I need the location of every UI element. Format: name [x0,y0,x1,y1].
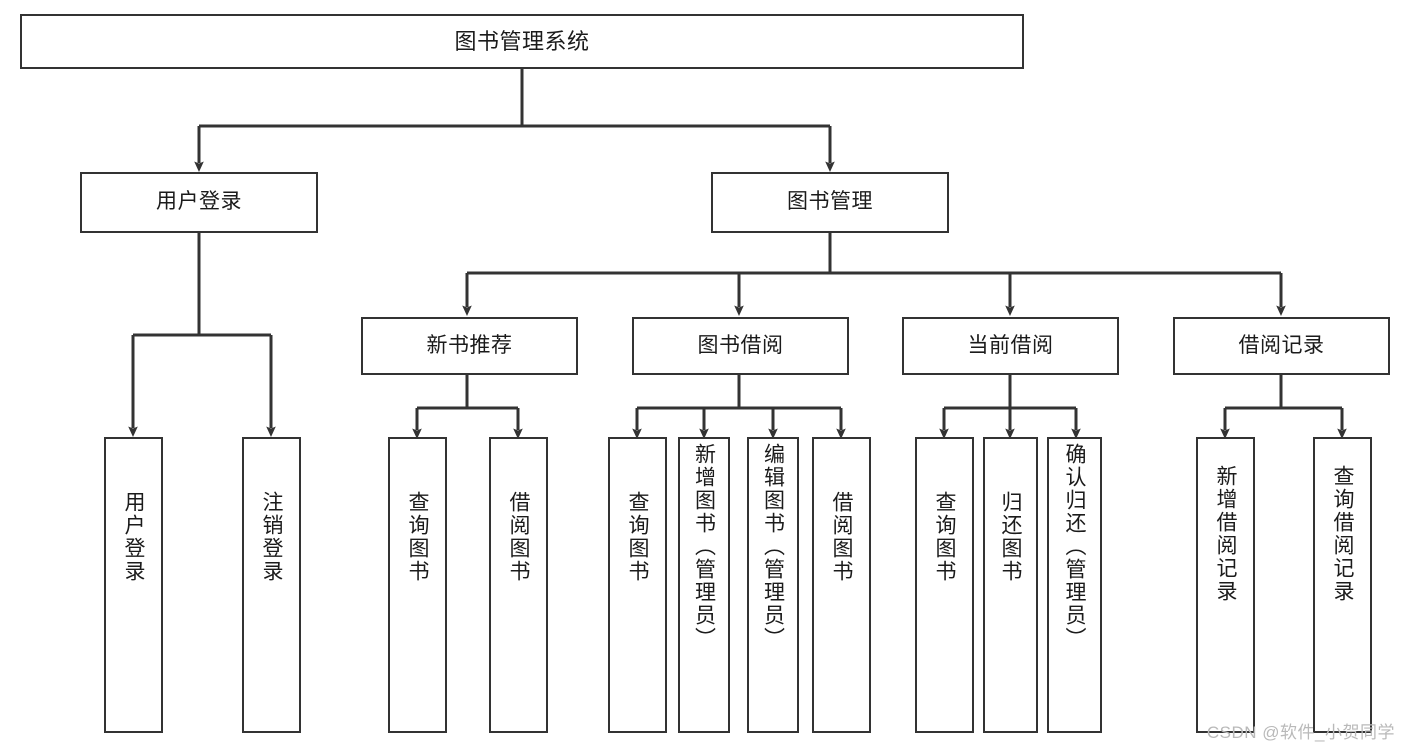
leaf-borrow-book-1[interactable]: 借阅图书 [489,437,548,733]
node-book-manage[interactable]: 图书管理 [711,172,949,233]
node-label: 编辑图书（管理员） [761,443,785,650]
leaf-add-borrow-record[interactable]: 新增借阅记录 [1196,437,1255,733]
node-label: 图书管理 [787,190,873,214]
node-label: 确认归还（管理员） [1063,443,1086,650]
node-label: 新书推荐 [426,333,513,357]
node-label: 图书管理系统 [454,28,590,54]
node-label: 新增借阅记录 [1214,465,1237,603]
leaf-query-book-1[interactable]: 查询图书 [388,437,447,733]
leaf-borrow-book-2[interactable]: 借阅图书 [812,437,871,733]
leaf-logout-login[interactable]: 注销登录 [242,437,301,733]
node-book-borrow[interactable]: 图书借阅 [632,317,849,375]
node-label: 当前借阅 [967,333,1054,357]
node-label: 注销登录 [260,491,283,583]
node-label: 查询借阅记录 [1331,465,1354,603]
leaf-confirm-return[interactable]: 确认归还（管理员） [1047,437,1102,733]
node-label: 用户登录 [156,190,242,214]
node-current-borrow[interactable]: 当前借阅 [902,317,1119,375]
node-label: 新增图书（管理员） [692,443,716,650]
node-label: 查询图书 [626,491,649,583]
leaf-edit-book[interactable]: 编辑图书（管理员） [747,437,799,733]
node-label: 借阅记录 [1238,333,1325,357]
node-label: 借阅图书 [830,491,853,583]
node-label: 归还图书 [999,491,1022,583]
leaf-query-book-2[interactable]: 查询图书 [608,437,667,733]
watermark-text: CSDN @软件_小贺同学 [1206,723,1395,742]
node-label: 用户登录 [122,491,145,583]
node-label: 查询图书 [406,491,429,583]
node-label: 图书借阅 [697,333,784,357]
node-root-system[interactable]: 图书管理系统 [20,14,1024,69]
leaf-user-login[interactable]: 用户登录 [104,437,163,733]
node-label: 借阅图书 [507,491,530,583]
node-borrow-record[interactable]: 借阅记录 [1173,317,1390,375]
leaf-query-borrow-record[interactable]: 查询借阅记录 [1313,437,1372,733]
leaf-add-book[interactable]: 新增图书（管理员） [678,437,730,733]
leaf-return-book[interactable]: 归还图书 [983,437,1038,733]
node-label: 查询图书 [933,491,956,583]
node-user-login[interactable]: 用户登录 [80,172,318,233]
leaf-query-book-3[interactable]: 查询图书 [915,437,974,733]
node-new-book-recommend[interactable]: 新书推荐 [361,317,578,375]
